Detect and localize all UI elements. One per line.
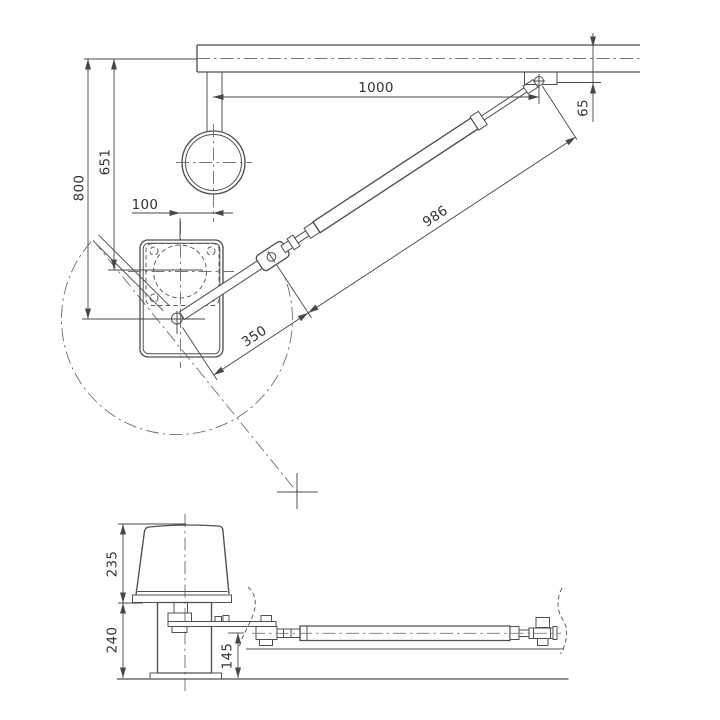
plate-hole: [206, 246, 216, 256]
actuator-arm-top: [178, 78, 539, 321]
dim-145: 145: [220, 632, 244, 678]
operator-cover-side: [132, 524, 232, 603]
dim-651-label: 651: [98, 149, 114, 176]
dim-986-label: 986: [420, 203, 451, 231]
plate-hole: [149, 293, 159, 303]
dim-235-label: 235: [105, 551, 121, 578]
dim-1000: 1000: [213, 80, 540, 104]
arc-center-cross: [277, 473, 318, 509]
front-bolt-head: [535, 617, 550, 628]
front-bolt-nut: [537, 638, 549, 646]
gate-leaf-side: [239, 586, 568, 655]
dim-145-label: 145: [220, 643, 236, 670]
gate-post-top: [176, 72, 252, 222]
gate-leaf-top: [196, 44, 641, 73]
dim-350-label: 350: [239, 323, 270, 351]
dim-100: 100: [132, 197, 233, 240]
dim-800-label: 800: [72, 175, 88, 202]
crank-side: [167, 602, 277, 633]
dim-65: 65: [557, 33, 601, 122]
dim-651-800: 651 800: [72, 58, 205, 320]
crank-plate: [167, 621, 277, 627]
dim-240-label: 240: [105, 627, 121, 654]
top-view: 1000 65 651 800: [61, 33, 641, 509]
cover-flange: [132, 594, 232, 603]
dim-235-240: 235 240: [105, 523, 186, 678]
open-axis-centerline: [92, 239, 298, 493]
plate-hole: [149, 246, 159, 256]
actuator-arm-side: [252, 615, 561, 646]
dim-1000-label: 1000: [358, 80, 394, 96]
dim-65-label: 65: [576, 99, 592, 117]
rear-nut: [259, 639, 273, 646]
mounting-plate-hidden: [145, 243, 220, 306]
dim-100-label: 100: [132, 197, 159, 213]
main-tube: [312, 117, 479, 234]
operator-body-side: [149, 601, 222, 680]
break-line-left: [239, 586, 256, 647]
break-line-right: [557, 587, 568, 655]
crank-sweep-circle: [61, 241, 293, 436]
base-plate: [149, 672, 222, 680]
dim-350-986: 350 986: [182, 85, 578, 381]
operator-box-top: [128, 221, 234, 368]
side-view: 235 240 145: [105, 514, 569, 691]
